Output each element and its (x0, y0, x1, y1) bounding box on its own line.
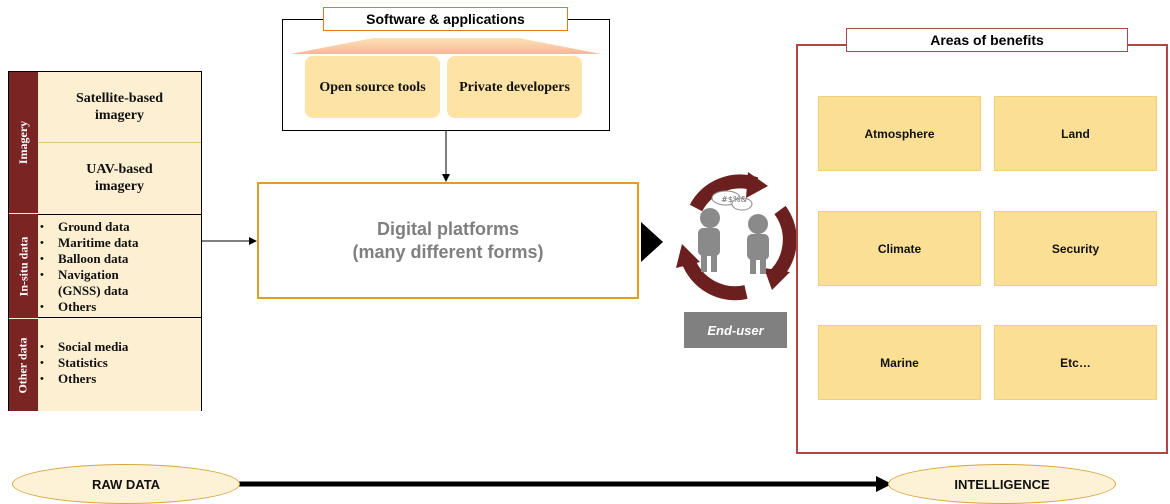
digital-platforms-subtitle: (many different forms) (352, 241, 544, 262)
open-source-tools-box: Open source tools (305, 56, 440, 118)
imagery-side-label: Imagery (9, 72, 38, 213)
private-developers-box: Private developers (447, 56, 582, 118)
insitu-side-label: In-situ data (9, 214, 38, 318)
other-data-list: Social media Statistics Others (38, 339, 201, 387)
intelligence-ellipse: INTELLIGENCE (888, 464, 1116, 504)
flow-arrow-head (876, 476, 892, 492)
platform-to-user-arrowhead (641, 222, 663, 262)
list-item: Maritime data (40, 235, 201, 251)
end-user-cycle-icon: #$%& (676, 172, 797, 301)
satellite-imagery-cell: Satellite-based imagery (38, 72, 201, 143)
digital-platforms-title: Digital platforms (376, 218, 519, 239)
list-item: Others (40, 371, 201, 387)
benefit-climate: Climate (818, 211, 981, 286)
benefit-security: Security (994, 211, 1157, 286)
list-item: Others (40, 299, 201, 315)
digital-platforms-box: Digital platforms (many different forms) (257, 182, 639, 299)
software-banner-shape (291, 38, 601, 54)
uav-imagery-cell: UAV-based imagery (38, 143, 201, 213)
benefit-land: Land (994, 96, 1157, 171)
software-title: Software & applications (323, 7, 568, 31)
satellite-imagery-text: Satellite-based imagery (75, 91, 164, 123)
list-item: Statistics (40, 355, 201, 371)
svg-text:#$%&: #$%& (721, 195, 747, 204)
list-item: Ground data (40, 219, 201, 235)
digital-platforms-text: Digital platforms (many different forms) (352, 218, 543, 264)
uav-imagery-text: UAV-based imagery (86, 162, 153, 194)
list-item: Balloon data (40, 251, 201, 267)
benefits-title: Areas of benefits (846, 28, 1128, 52)
end-user-label: End-user (684, 312, 787, 348)
insitu-data-cell: Ground data Maritime data Balloon data N… (38, 214, 201, 318)
other-data-side-label: Other data (9, 319, 38, 411)
benefit-atmosphere: Atmosphere (818, 96, 981, 171)
data-sources-panel: Imagery In-situ data Other data Satellit… (8, 71, 202, 411)
insitu-data-list: Ground data Maritime data Balloon data N… (38, 219, 201, 315)
list-item: Navigation (GNSS) data (40, 267, 158, 299)
raw-data-ellipse: RAW DATA (12, 464, 240, 504)
benefit-etc: Etc… (994, 325, 1157, 400)
list-item: Social media (40, 339, 201, 355)
benefit-marine: Marine (818, 325, 981, 400)
other-data-cell: Social media Statistics Others (38, 319, 201, 411)
